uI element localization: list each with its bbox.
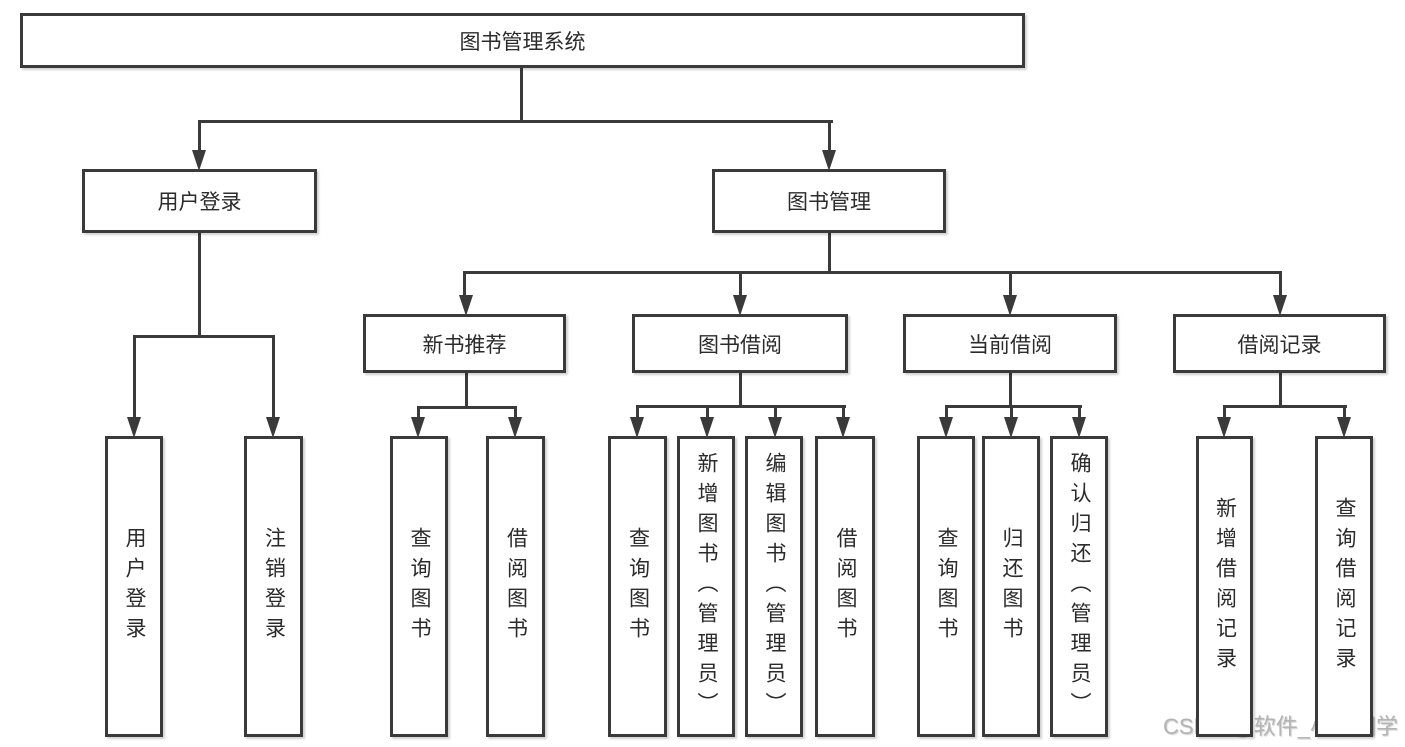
connector-v-29 [1278,373,1282,407]
arrowhead-down-icon [1217,417,1231,438]
connector-v-0 [519,68,523,121]
connector-v-26 [944,406,948,417]
arrowhead-down-icon [192,150,206,171]
arrowhead-down-icon [1004,417,1018,438]
connector-v-11 [738,272,742,295]
node-label: 确认归还（管理员） [1068,451,1091,722]
connector-v-14 [464,373,468,408]
arrowhead-down-icon [1003,295,1017,316]
node-label: 借阅图书 [504,526,528,647]
connector-v-17 [513,407,517,417]
connector-h-25 [944,404,1082,408]
connector-v-3 [827,121,831,151]
arrowhead-down-icon [1273,295,1287,316]
arrowhead-down-icon [1337,417,1351,438]
connector-v-18 [738,373,742,407]
connector-v-2 [197,121,201,151]
arrowhead-down-icon [700,417,714,438]
connector-v-31 [1222,406,1226,417]
connector-v-8 [827,233,831,272]
connector-v-12 [1008,272,1012,295]
connector-v-21 [705,406,709,417]
node-label: 注销登录 [262,526,286,647]
arrowhead-down-icon [127,417,141,438]
node-v-confirm-return: 确认归还（管理员） [1050,436,1108,737]
connector-v-10 [462,272,466,295]
node-v-borrow-books: 借阅图书 [815,436,875,737]
arrowhead-down-icon [939,417,953,438]
node-label: 借阅记录 [1237,333,1322,357]
node-v-query-books-cur: 查询图书 [917,436,975,737]
arrowhead-down-icon [1072,417,1086,438]
node-v-add-borrow-record: 新增借阅记录 [1196,436,1253,737]
node-label: 当前借阅 [968,333,1052,357]
connector-v-16 [416,407,420,417]
arrowhead-down-icon [630,417,644,438]
node-label: 新增借阅记录 [1213,496,1237,677]
node-label: 用户登录 [123,526,146,647]
connector-h-1 [197,119,833,123]
connector-h-9 [462,270,1282,274]
connector-h-19 [635,404,846,408]
node-v-logout: 注销登录 [244,436,303,737]
connector-h-5 [132,334,275,338]
node-label: 查询图书 [626,526,650,647]
arrowhead-down-icon [411,417,425,438]
node-label: 新增图书（管理员） [695,451,718,722]
arrowhead-down-icon [459,295,473,316]
connector-v-24 [1008,373,1012,407]
node-root: 图书管理系统 [20,13,1025,68]
node-v-query-books-borrow: 查询图书 [608,436,667,737]
node-label: 查询图书 [408,526,431,647]
arrowhead-down-icon [733,295,747,316]
node-label: 图书管理 [787,191,871,214]
arrowhead-down-icon [822,150,836,171]
connector-h-30 [1222,404,1347,408]
connector-v-23 [841,406,845,417]
connector-v-28 [1077,406,1081,417]
node-label: 查询图书 [935,526,958,647]
node-user-login: 用户登录 [82,169,317,233]
connector-v-22 [773,406,777,417]
arrowhead-down-icon [508,417,522,438]
connector-v-20 [635,406,639,417]
node-book-mgmt: 图书管理 [712,169,946,233]
arrowhead-down-icon [266,417,280,438]
node-label: 归还图书 [1000,526,1023,647]
connector-v-27 [1009,406,1013,417]
node-v-return-books: 归还图书 [982,436,1040,737]
node-label: 用户登录 [157,191,242,214]
connector-h-15 [416,405,517,409]
node-new-book-rec: 新书推荐 [363,314,566,373]
arrowhead-down-icon [768,417,782,438]
node-v-borrow-books-rec: 借阅图书 [486,436,545,737]
node-borrow-records: 借阅记录 [1173,314,1386,373]
node-label: 图书管理系统 [459,30,586,54]
connector-v-32 [1342,406,1346,417]
node-v-query-books-rec: 查询图书 [390,436,448,737]
connector-v-7 [271,336,275,417]
node-v-add-books: 新增图书（管理员） [677,436,735,737]
node-v-edit-books: 编辑图书（管理员） [745,436,803,737]
connector-v-4 [197,233,201,336]
connector-v-6 [132,336,136,417]
node-label: 查询借阅记录 [1333,496,1356,677]
node-label: 借阅图书 [834,526,857,647]
node-label: 新书推荐 [422,333,507,357]
node-book-borrow: 图书借阅 [632,314,848,373]
node-current-borrow: 当前借阅 [903,314,1117,373]
node-label: 图书借阅 [698,333,782,357]
arrowhead-down-icon [836,417,850,438]
node-v-user-login: 用户登录 [105,436,163,737]
node-v-query-borrow-record: 查询借阅记录 [1315,436,1373,737]
node-label: 编辑图书（管理员） [763,451,786,722]
connector-v-13 [1278,272,1282,295]
